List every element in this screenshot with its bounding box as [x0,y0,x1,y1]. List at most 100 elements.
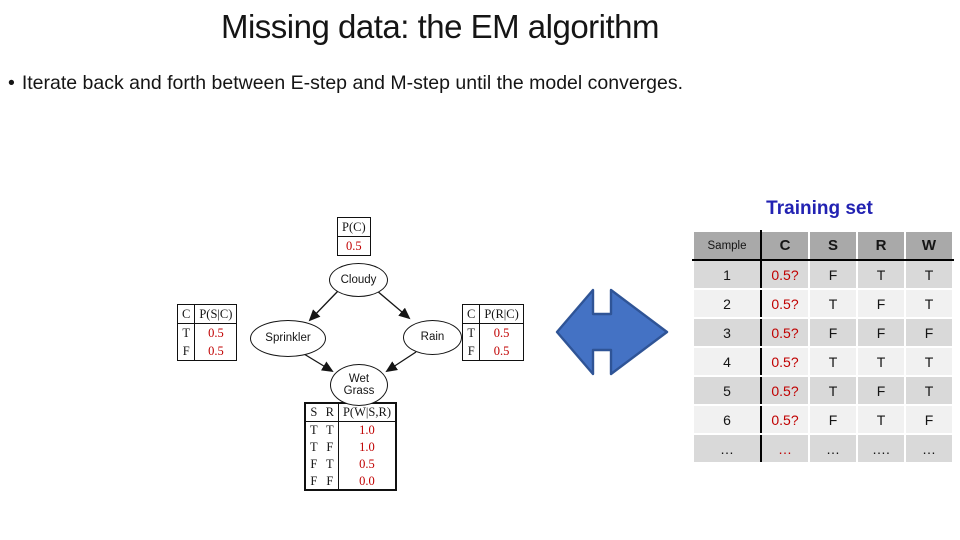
node-wetgrass: Wet Grass [330,364,388,406]
cpt-cell: 0.5 [493,344,510,359]
cpt-header: P(C) [337,217,371,238]
column-header-c: C [760,230,810,261]
cpt-col-header: R [321,403,339,422]
bullet-text: Iterate back and forth between E-step an… [21,72,684,94]
network-edges [303,289,417,373]
edge-cloudy-rain [375,289,411,320]
column-header-r: R [856,230,906,261]
node-cloudy: Cloudy [329,263,388,297]
value-cell: T [856,346,906,377]
cpt-col-header: P(R|C) [479,304,524,325]
cpt-cell: 0.5 [359,456,375,471]
cpt-cell: F [310,473,318,488]
cpt-cell: F [177,342,196,361]
value-cell: F [904,404,954,435]
sample-cell: 5 [692,375,762,406]
value-cell: F [856,288,906,319]
cpt-col-header: C [462,304,481,325]
cpt-cell: T [310,439,318,454]
value-cell: T [808,346,858,377]
value-cell: T [904,288,954,319]
table-header-row: Sample C S R W [692,230,954,261]
cpt-value: 0.5 [346,239,362,254]
cpt-cell: T [321,421,339,439]
sample-cell: … [692,433,762,464]
edge-cloudy-sprinkler [308,290,339,322]
sample-cell: 2 [692,288,762,319]
cpt-cell: T [177,323,196,343]
value-cell: 0.5? [760,259,810,290]
bullet-line: • Iterate back and forth between E-step a… [8,72,828,95]
cpt-cell: 0.0 [359,473,375,488]
node-label: Rain [420,331,445,344]
node-label: Cloudy [340,273,377,286]
value-cell: 0.5? [760,404,810,435]
cpt-cell: T [321,455,339,473]
value-cell: T [904,346,954,377]
value-cell: F [856,317,906,348]
sample-cell: 6 [692,404,762,435]
value-cell: 0.5? [760,288,810,319]
cpt-cell: 0.5 [208,326,224,341]
cpt-cell: F [321,438,339,456]
sample-cell: 4 [692,346,762,377]
value-cell: T [808,288,858,319]
cpt-cell: 1.0 [359,422,375,437]
cpt-col-header: P(S|C) [194,304,237,325]
value-cell: …. [856,433,906,464]
cpt-col-header: S [305,403,322,422]
value-cell: T [808,375,858,406]
column-header-sample: Sample [692,230,762,261]
cpt-cloudy: P(C) 0.5 [337,217,371,257]
node-rain: Rain [403,320,462,355]
page-title: Missing data: the EM algorithm [220,8,660,45]
value-cell: F [808,259,858,290]
cpt-rain: C P(R|C) T 0.5 F 0.5 [462,304,524,362]
value-cell: F [856,375,906,406]
cpt-cell: 0.5 [493,326,510,341]
bullet-marker: • [8,72,15,94]
value-cell: … [904,433,954,464]
value-cell: T [904,375,954,406]
edge-sprinkler-wetgrass [303,353,334,373]
table-row: ………….… [692,433,954,464]
cpt-wetgrass: S R P(W|S,R) T T 1.0 T F 1.0 F T 0.5 F F… [304,402,397,492]
cpt-cell: F [462,342,481,361]
cpt-cell: 0.5 [208,344,224,359]
value-cell: … [808,433,858,464]
node-sprinkler: Sprinkler [250,320,326,357]
value-cell: T [856,404,906,435]
value-cell: 0.5? [760,317,810,348]
cpt-cell: 1.0 [359,439,375,454]
column-header-s: S [808,230,858,261]
value-cell: F [904,317,954,348]
left-right-arrow-icon [555,288,669,376]
node-label: Sprinkler [265,332,311,345]
value-cell: 0.5? [760,375,810,406]
training-set-title: Training set [766,198,873,219]
cpt-cell: F [310,456,318,471]
value-cell: 0.5? [760,346,810,377]
value-cell: T [856,259,906,290]
left-right-arrow-shape [555,288,669,376]
cpt-cell: F [321,472,339,491]
cpt-cell: T [462,323,481,343]
value-cell: F [808,404,858,435]
value-cell: T [904,259,954,290]
sample-cell: 1 [692,259,762,290]
edge-rain-wetgrass [385,351,417,373]
cpt-sprinkler: C P(S|C) T 0.5 F 0.5 [177,304,238,362]
cpt-col-header: C [177,304,196,325]
node-label: Wet Grass [343,372,375,397]
column-header-w: W [904,230,954,261]
cpt-col-header: P(W|S,R) [338,403,396,422]
value-cell: F [808,317,858,348]
